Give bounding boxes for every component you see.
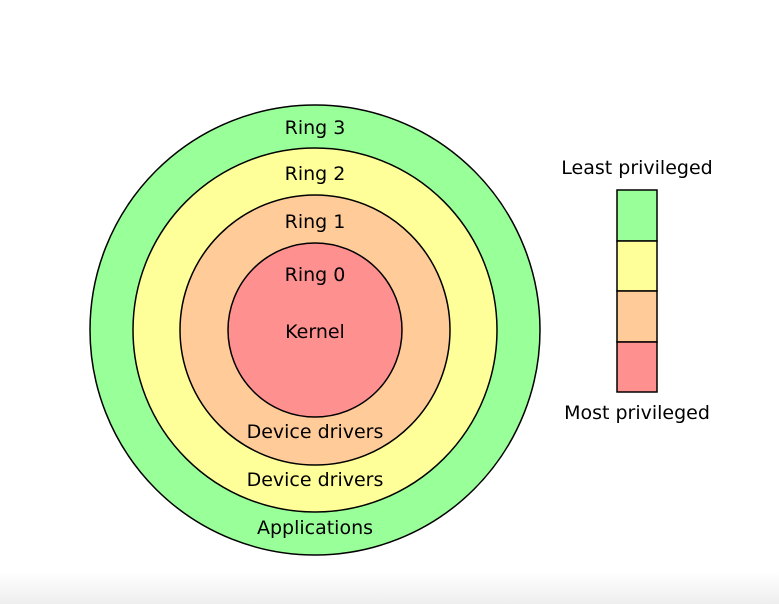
ring-2-label: Ring 2 bbox=[285, 163, 346, 185]
legend-swatch-3 bbox=[616, 290, 658, 343]
rings-group bbox=[89, 104, 541, 556]
kernel-label: Kernel bbox=[285, 321, 345, 343]
ring-labels: Ring 3 Ring 2 Ring 1 Ring 0 bbox=[285, 117, 346, 286]
applications-label: Applications bbox=[257, 517, 373, 539]
legend-swatch-most bbox=[616, 341, 658, 393]
ring-0-label: Ring 0 bbox=[285, 264, 346, 286]
bottom-fade bbox=[0, 572, 779, 604]
ring-2-role-label: Device drivers bbox=[247, 469, 384, 491]
role-labels: Kernel Device drivers Device drivers App… bbox=[247, 321, 384, 539]
ring-0-circle bbox=[227, 242, 403, 418]
privilege-legend: Least privileged Most privileged bbox=[561, 157, 712, 424]
legend-top-label: Least privileged bbox=[561, 157, 712, 179]
ring-1-role-label: Device drivers bbox=[247, 421, 384, 443]
ring-3-label: Ring 3 bbox=[285, 117, 346, 139]
ring-1-label: Ring 1 bbox=[285, 211, 346, 233]
legend-swatch-2 bbox=[616, 240, 658, 292]
legend-bottom-label: Most privileged bbox=[564, 402, 710, 424]
legend-swatch-least bbox=[616, 189, 658, 242]
